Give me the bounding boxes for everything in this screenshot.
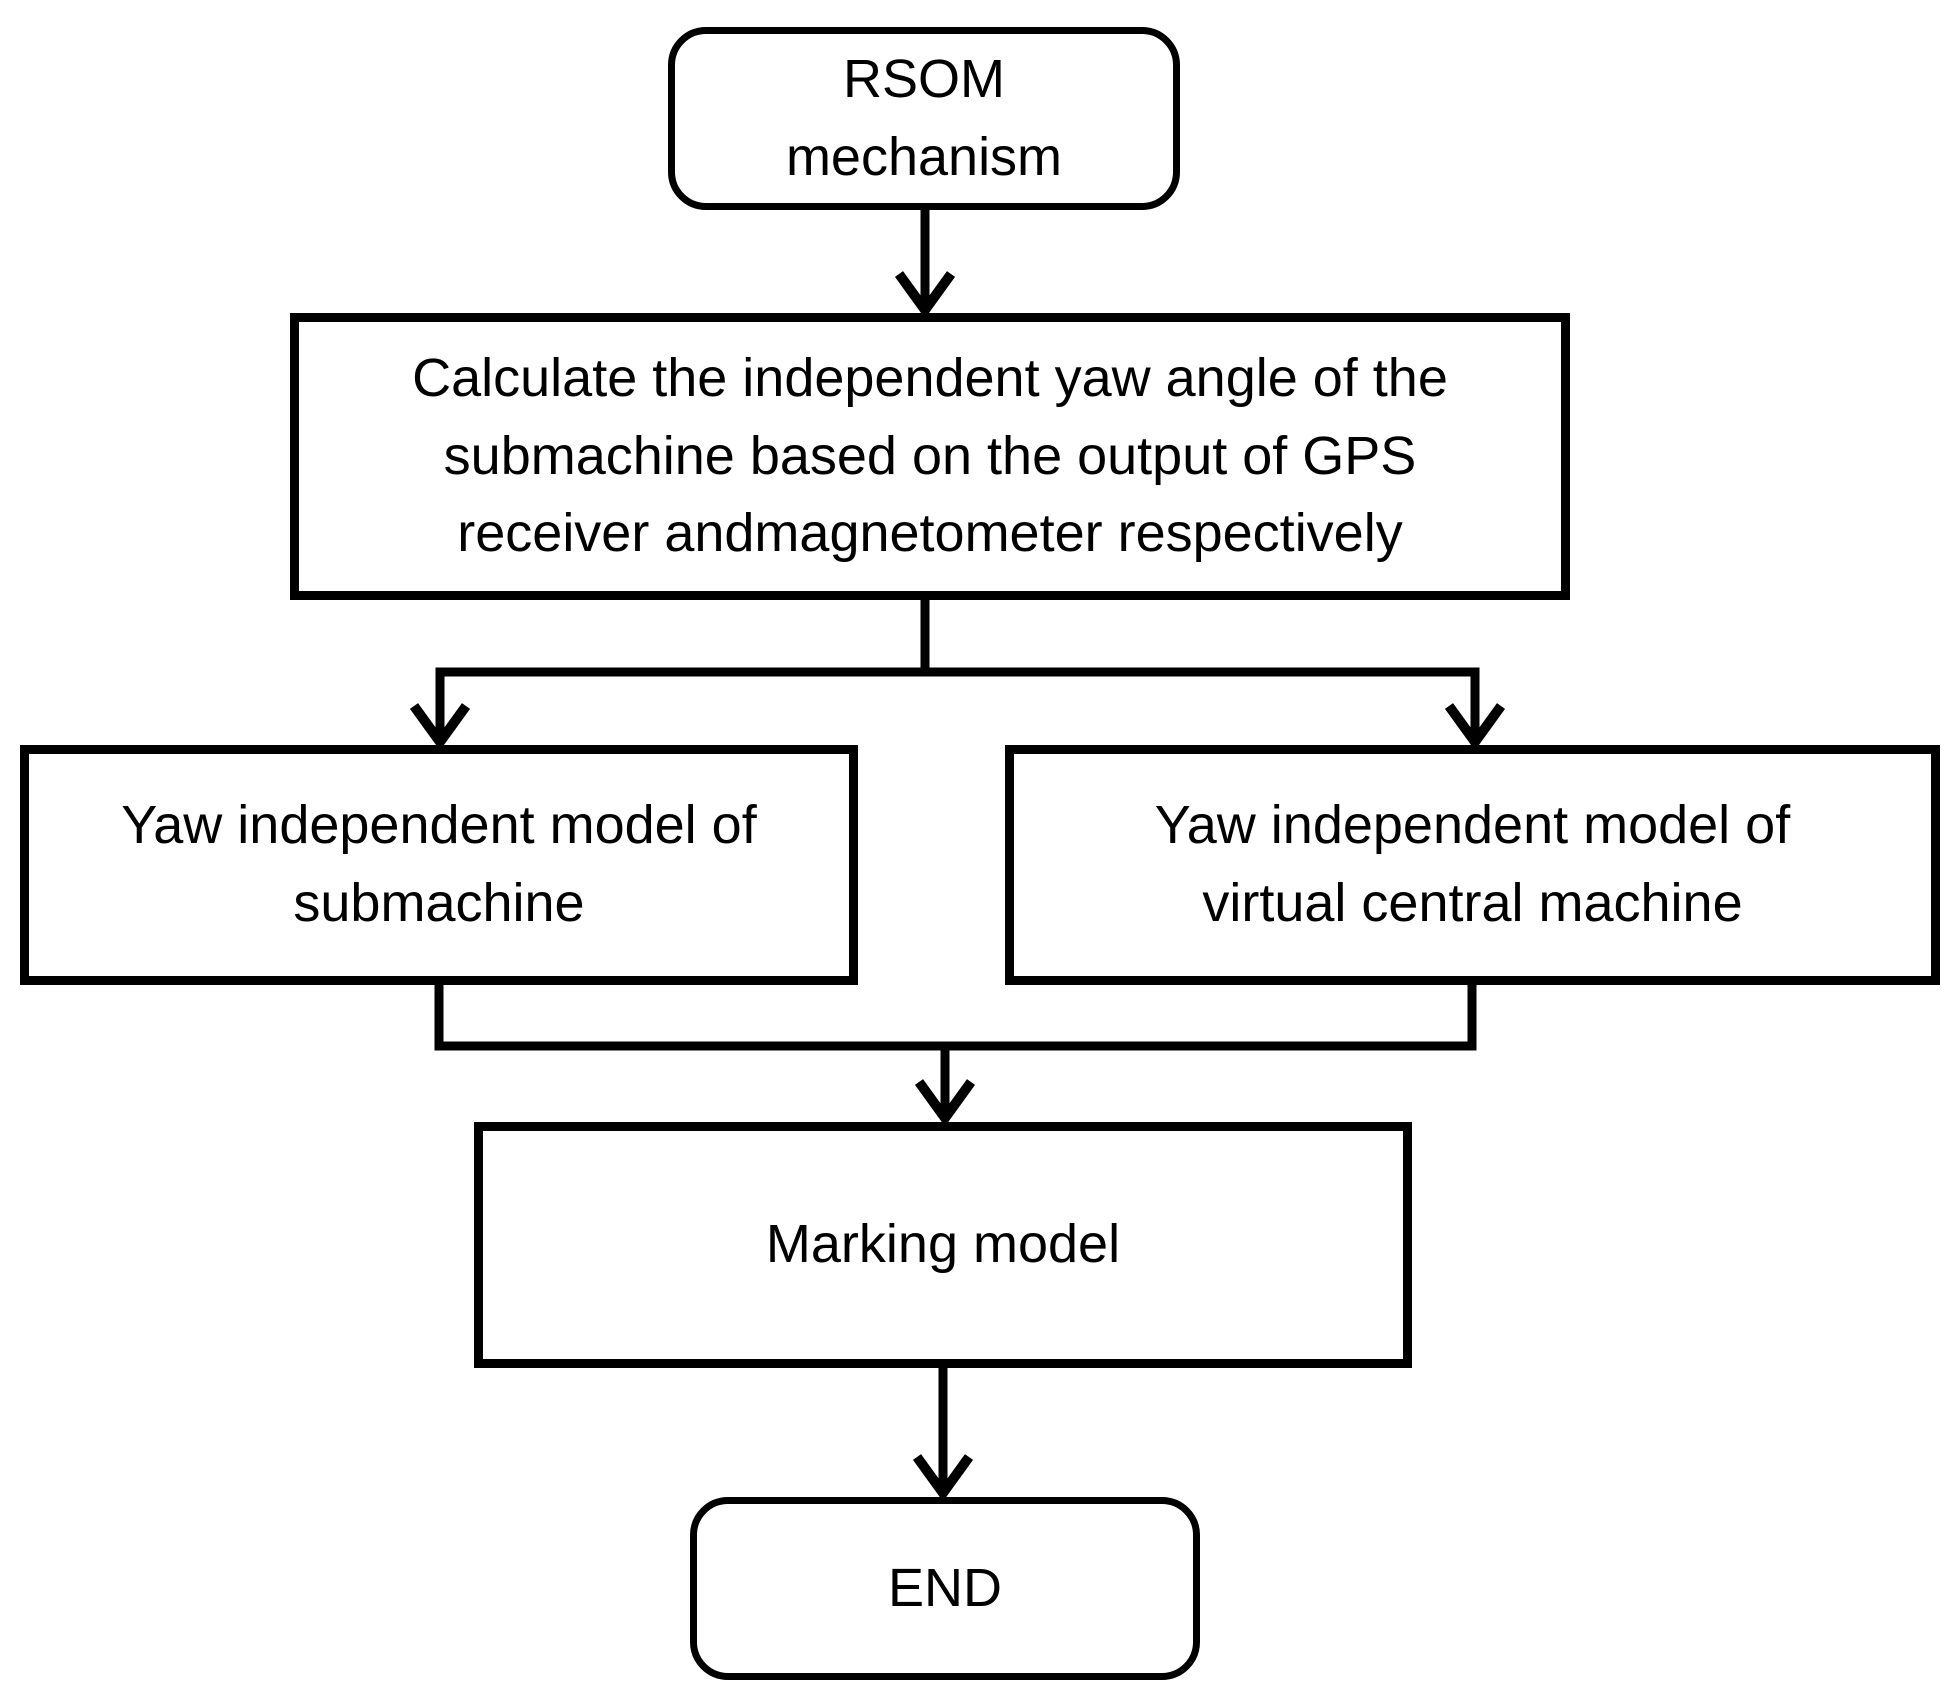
arrowhead-to-yaw-submachine [409, 703, 471, 751]
node-end-label: END [887, 1557, 1002, 1618]
arrowhead-to-end [912, 1454, 974, 1502]
node-marking-model: Marking model [474, 1122, 1412, 1368]
node-calculate-yaw-angle: Calculate the independent yaw angle of t… [290, 313, 1570, 600]
arrowhead-to-marking [914, 1079, 976, 1127]
arrowhead-rsom-to-calculate [894, 271, 956, 319]
node-yaw-model-virtual-central: Yaw independent model of virtual central… [1005, 745, 1940, 985]
arrowhead-to-yaw-virtual [1444, 703, 1506, 751]
node-yaw-model-submachine: Yaw independent model of submachine [20, 745, 858, 985]
node-rsom-mechanism-label: RSOM mechanism [785, 48, 1063, 187]
node-end: END [690, 1497, 1200, 1680]
node-calculate-yaw-angle-label: Calculate the independent yaw angle of t… [412, 347, 1448, 564]
node-rsom-mechanism: RSOM mechanism [668, 27, 1180, 210]
node-marking-model-label: Marking model [765, 1214, 1121, 1275]
node-yaw-model-submachine-label: Yaw independent model of submachine [121, 795, 757, 933]
node-yaw-model-virtual-central-label: Yaw independent model of virtual central… [1154, 795, 1791, 933]
